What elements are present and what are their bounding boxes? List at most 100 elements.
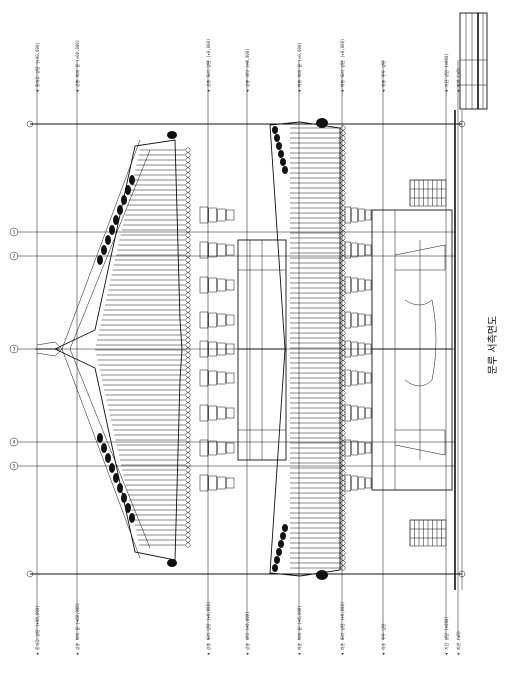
rafter-end <box>340 355 346 361</box>
rafter-end <box>185 252 191 258</box>
rafter-end <box>340 330 346 336</box>
rafter-end <box>340 425 346 431</box>
rafter-end <box>185 422 191 428</box>
rafter-end <box>185 522 191 528</box>
rafter-end <box>340 245 346 251</box>
bracket-block <box>199 340 208 358</box>
level-labels-bottom: ▼ 종마루 상단 (+00,000)▼ 상층 처마 끝 (+00,000)▼ 상… <box>34 602 461 655</box>
rafter-end <box>185 312 191 318</box>
rafter-end <box>185 322 191 328</box>
rafter-end <box>185 362 191 368</box>
bracket-block <box>358 476 365 490</box>
rafter-end <box>340 465 346 471</box>
rafter-end <box>185 377 191 383</box>
rafter-end <box>340 325 346 331</box>
rafter-end <box>185 387 191 393</box>
level-label-bottom: ▼ 지반 (±0) <box>455 631 461 655</box>
rafter-end <box>185 292 191 298</box>
rafter-end <box>185 317 191 323</box>
upper-story <box>237 239 287 461</box>
rafter-end <box>185 267 191 273</box>
rafter-end <box>185 217 191 223</box>
bracket-block <box>351 440 358 456</box>
level-label-top: ▼ 지반 (±0) <box>455 68 461 92</box>
eave-ornament <box>276 548 282 556</box>
eave-ornament <box>117 483 123 493</box>
bracket-block <box>351 405 358 421</box>
rafter-end <box>185 297 191 303</box>
rafter-end <box>185 172 191 178</box>
eave-ornament <box>282 166 288 174</box>
rafter-end <box>185 307 191 313</box>
rafter-end <box>185 517 191 523</box>
rafter-end <box>340 180 346 186</box>
bracket-block <box>199 474 208 492</box>
rafter-end <box>340 305 346 311</box>
rafter-end <box>185 282 191 288</box>
eave-ornament <box>276 142 282 150</box>
rafter-end <box>340 390 346 396</box>
bracket-block <box>344 311 351 329</box>
eave-ornament <box>316 118 328 128</box>
rafter-end <box>340 135 346 141</box>
rafter-end <box>340 345 346 351</box>
rafter-end <box>340 540 346 546</box>
level-label-bottom: ▼ 기단 상단 (+000) <box>443 616 449 655</box>
rafter-end <box>185 432 191 438</box>
eave-ornament <box>105 453 111 463</box>
rafter-end <box>340 365 346 371</box>
rafter-end <box>340 360 346 366</box>
bracket-block <box>365 372 372 384</box>
bracket-block <box>199 241 208 259</box>
bracket-block <box>344 439 351 457</box>
level-label-top: ▼ 상층 도리 상단 (+0,000) <box>205 39 211 92</box>
rafter-end <box>185 152 191 158</box>
rafter-end <box>185 382 191 388</box>
level-label-top: ▼ 상층 처마 끝 (+00,000) <box>74 40 80 92</box>
bracket-block <box>344 206 351 224</box>
rafter-end <box>340 170 346 176</box>
rafter-end <box>340 485 346 491</box>
rafter-end <box>185 457 191 463</box>
bracket-block <box>344 404 351 422</box>
eave-ornament <box>280 158 286 166</box>
level-label-top: ▼ 상층 바닥 (+0,000) <box>244 48 250 92</box>
rafter-end <box>185 342 191 348</box>
eave-ornament <box>121 493 127 503</box>
eave-ornament <box>125 185 131 195</box>
rafter-end <box>340 275 346 281</box>
bracket-block <box>226 209 235 221</box>
rafter-end <box>185 397 191 403</box>
level-label-bottom: ▼ 종마루 상단 (+00,000) <box>34 605 40 655</box>
rafter-end <box>185 272 191 278</box>
rafter-end <box>185 202 191 208</box>
rafter-end <box>340 560 346 566</box>
rafter-end <box>340 185 346 191</box>
rafter-end <box>185 497 191 503</box>
rafter-end <box>185 167 191 173</box>
rafter-end <box>340 370 346 376</box>
rafter-end <box>340 445 346 451</box>
rafter-end <box>340 340 346 346</box>
bracket-block <box>217 371 226 385</box>
rafter-end <box>185 157 191 163</box>
eave-ornament <box>109 463 115 473</box>
rafter-end <box>185 327 191 333</box>
rafter-end <box>185 487 191 493</box>
datum-lines <box>30 110 466 590</box>
eave-ornament <box>167 131 177 139</box>
bracket-block <box>351 370 358 386</box>
bracket-block <box>217 278 226 292</box>
bracket-block <box>358 278 365 292</box>
rafter-end <box>340 530 346 536</box>
lower-story <box>371 209 453 491</box>
rafter-end <box>340 195 346 201</box>
rafter-end <box>185 512 191 518</box>
rafter-end <box>185 482 191 488</box>
rafter-end <box>340 265 346 271</box>
bracket-block <box>208 405 217 421</box>
bracket-block <box>365 209 372 221</box>
rafter-end <box>185 177 191 183</box>
